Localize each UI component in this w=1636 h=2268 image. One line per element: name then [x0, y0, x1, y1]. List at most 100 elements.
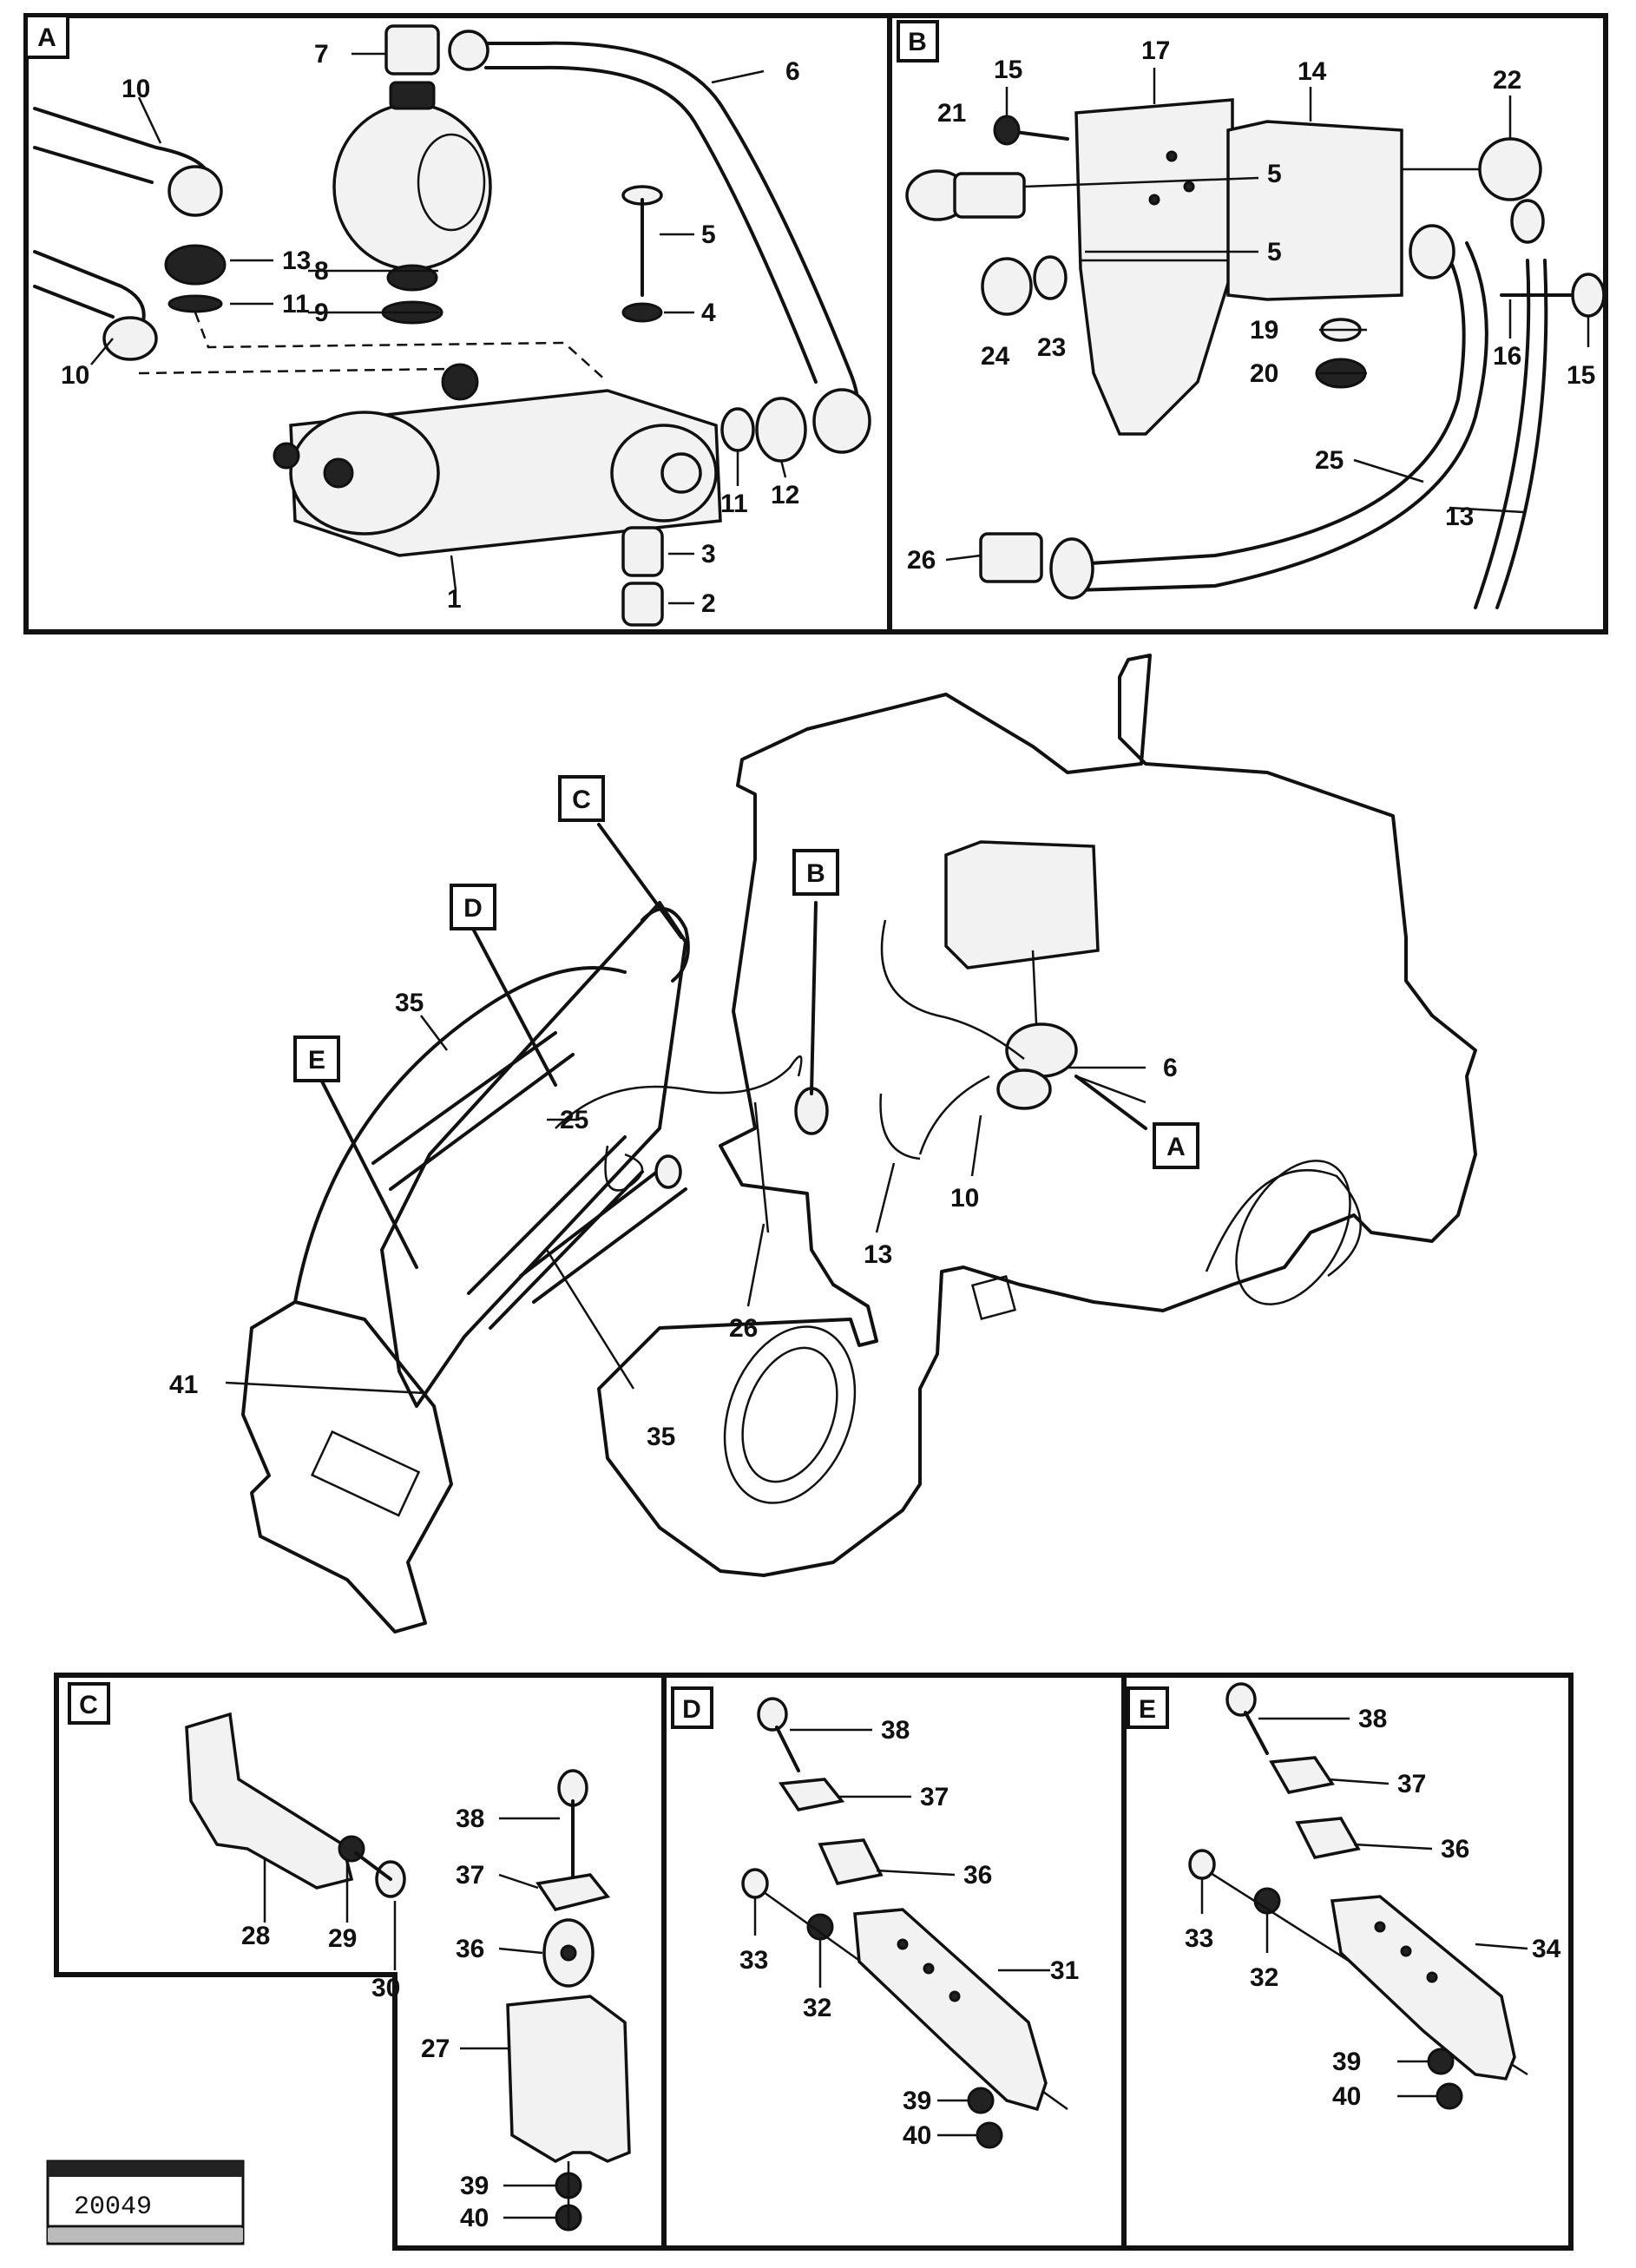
- callout-a-5: 5: [701, 220, 716, 249]
- callout-a-1: 1: [447, 585, 462, 614]
- machine-body-outline: [597, 654, 1477, 1577]
- panel-a-letter: A: [37, 23, 56, 52]
- callout-ov-25: 25: [560, 1106, 588, 1134]
- ref-a: A: [1166, 1133, 1186, 1161]
- callout-d-31: 31: [1050, 1956, 1079, 1985]
- callout-e-33: 33: [1185, 1924, 1213, 1953]
- panel-a: A: [23, 13, 892, 634]
- panel-e-letter: E: [1139, 1695, 1156, 1724]
- machine-overview: C D B E A 35 25 6 10 13 26 41 35: [169, 654, 1477, 1634]
- callout-b-13: 13: [1445, 503, 1474, 531]
- callout-e-36: 36: [1441, 1835, 1469, 1864]
- callout-e-32: 32: [1250, 1963, 1278, 1992]
- callout-c-38: 38: [456, 1805, 484, 1833]
- panel-e: E 38 37 36 33 32 34 39 40: [1121, 1673, 1574, 2251]
- hose-13: [1474, 259, 1531, 609]
- callout-b-5a: 5: [1267, 160, 1282, 188]
- panel-b-letter-box: [897, 20, 939, 62]
- callout-d-37: 37: [920, 1783, 949, 1811]
- panel-d-letter-box: [671, 1686, 713, 1729]
- callout-a-10: 10: [122, 75, 150, 103]
- callout-b-14: 14: [1298, 57, 1327, 86]
- drawing-stamp: 20049: [46, 2160, 245, 2245]
- callout-b-24: 24: [981, 342, 1010, 371]
- callout-d-32: 32: [803, 1994, 831, 2022]
- panel-b-frame: [887, 13, 1608, 634]
- ref-c: C: [572, 786, 591, 814]
- bracket-31: [853, 1908, 1048, 2112]
- callout-ov-35b: 35: [647, 1423, 675, 1451]
- callout-a-13: 13: [282, 247, 311, 275]
- callout-b-15b: 15: [1567, 361, 1595, 390]
- tank-box: [944, 840, 1100, 970]
- callout-e-37: 37: [1397, 1770, 1426, 1798]
- bracket-34: [1330, 1895, 1516, 2081]
- panel-e-frame: [1121, 1673, 1574, 2251]
- callout-c-30: 30: [371, 1974, 400, 2002]
- panel-a-letter-box: [24, 14, 69, 59]
- callout-c-40: 40: [460, 2204, 489, 2232]
- callout-a-12: 12: [771, 481, 799, 509]
- callout-a-8-label: 8: [314, 257, 329, 286]
- callout-a-10b: 10: [61, 361, 89, 390]
- panel-d: D 38 37 36 33 32 31 39 40: [661, 1673, 1127, 2251]
- callout-a-3: 3: [701, 540, 716, 569]
- callout-a-9-label: 9: [314, 299, 329, 327]
- callout-d-40: 40: [903, 2121, 931, 2150]
- boom: [380, 901, 687, 1408]
- callout-e-39: 39: [1332, 2048, 1361, 2076]
- ref-box-d: [450, 884, 496, 930]
- pipe-13: [33, 107, 210, 175]
- callout-ov-13: 13: [864, 1240, 892, 1269]
- bucket: [241, 1300, 453, 1634]
- bracket-27: [506, 1995, 631, 2163]
- panel-c-letter-box: [68, 1682, 110, 1725]
- callout-b-20: 20: [1250, 359, 1278, 388]
- callout-ov-26: 26: [729, 1314, 758, 1343]
- callout-a-2: 2: [701, 589, 716, 618]
- callout-e-38: 38: [1358, 1705, 1387, 1733]
- panel-b-letter: B: [908, 28, 927, 56]
- callout-ov-35: 35: [395, 989, 424, 1017]
- callout-a-6: 6: [785, 57, 800, 86]
- callout-b-15: 15: [994, 56, 1022, 84]
- panel-c-letter: C: [79, 1691, 98, 1719]
- callout-b-21: 21: [937, 99, 966, 128]
- hose-a-top: [484, 41, 859, 427]
- callout-c-36: 36: [456, 1935, 484, 1963]
- callout-b-26: 26: [907, 546, 936, 575]
- callout-a-7: 7: [314, 40, 329, 69]
- ref-b: B: [806, 859, 825, 888]
- callout-b-22: 22: [1493, 66, 1521, 95]
- ref-box-e: [293, 1035, 340, 1082]
- accumulator: [332, 102, 492, 271]
- callout-b-5b: 5: [1267, 238, 1282, 266]
- callout-ov-6: 6: [1163, 1054, 1178, 1082]
- callout-a-11: 11: [282, 290, 310, 319]
- callout-c-39: 39: [460, 2172, 489, 2200]
- panel-b: B: [887, 13, 1608, 634]
- callout-c-37: 37: [456, 1861, 484, 1890]
- ref-box-c: [558, 775, 605, 822]
- callout-c-27: 27: [421, 2035, 450, 2063]
- callout-c-28: 28: [241, 1922, 270, 1950]
- callout-a-11b: 11: [720, 490, 748, 518]
- stamp-number: 20049: [74, 2192, 152, 2222]
- block-14: [1226, 120, 1403, 301]
- callout-b-19: 19: [1250, 316, 1278, 345]
- callout-d-38: 38: [881, 1716, 910, 1745]
- ref-d: D: [463, 894, 483, 923]
- callout-b-23: 23: [1037, 333, 1066, 362]
- bracket-28: [185, 1712, 354, 1890]
- filter-housing-17: [1074, 98, 1234, 436]
- callout-ov-10: 10: [950, 1184, 979, 1213]
- callout-c-29: 29: [328, 1924, 357, 1953]
- callout-e-34: 34: [1532, 1935, 1561, 1963]
- callout-b-25: 25: [1315, 446, 1344, 475]
- callout-d-39: 39: [903, 2087, 931, 2115]
- callout-b-17: 17: [1141, 36, 1170, 65]
- callout-d-33: 33: [739, 1946, 768, 1975]
- callout-ov-41: 41: [169, 1371, 198, 1399]
- callout-a-4: 4: [701, 299, 716, 327]
- hose-25: [1074, 241, 1466, 566]
